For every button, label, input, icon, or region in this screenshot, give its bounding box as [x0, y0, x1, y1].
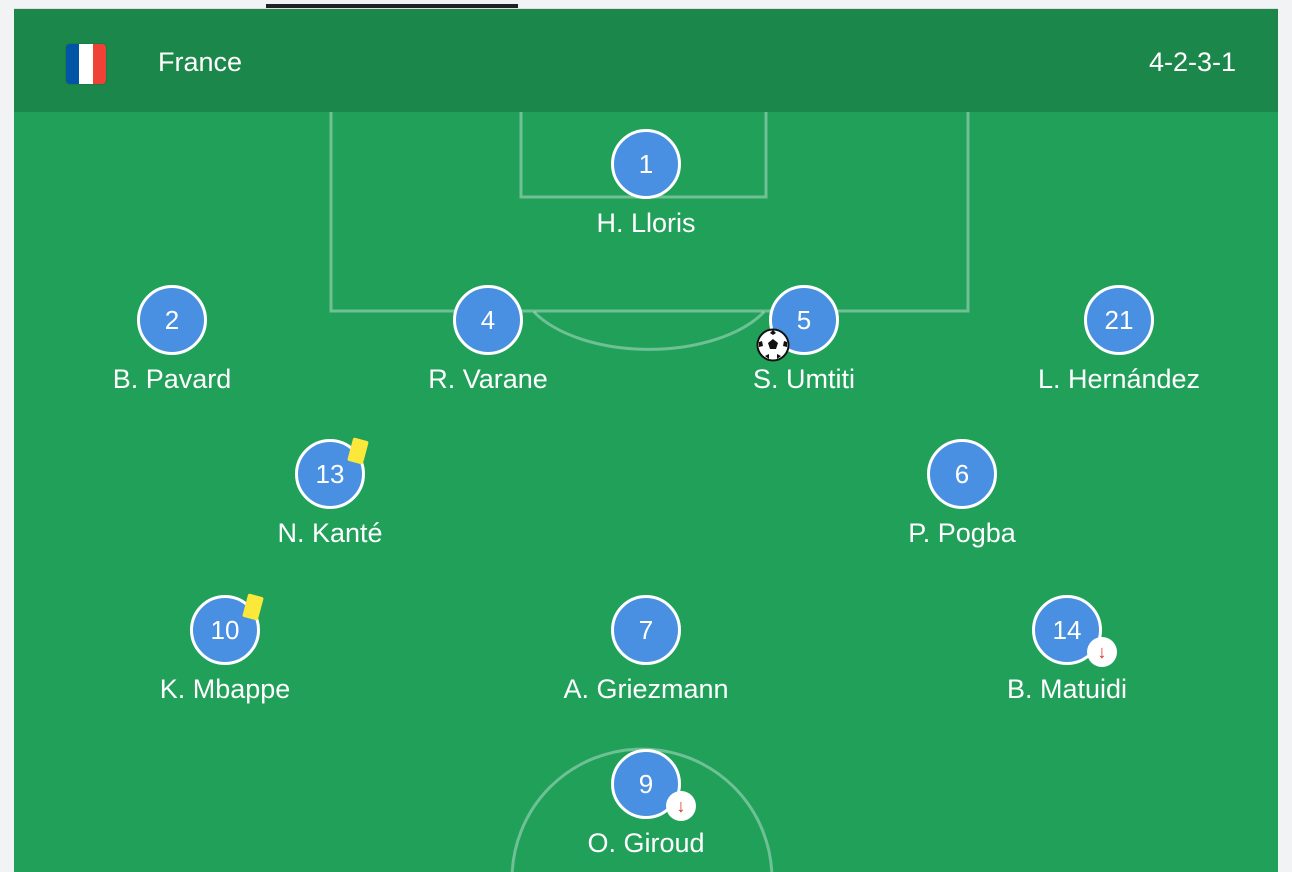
player-name: K. Mbappe — [159, 674, 291, 704]
active-tab-indicator — [266, 4, 518, 8]
soccer-ball-icon — [756, 328, 790, 362]
player-name: L. Hernández — [1037, 364, 1201, 394]
player-umtiti[interactable]: 5 S. Umtiti — [753, 285, 855, 394]
penalty-arc — [532, 310, 766, 351]
player-pavard[interactable]: 2 B. Pavard — [113, 285, 231, 394]
player-number: 7 — [611, 595, 681, 665]
flag-stripe-white — [79, 44, 93, 84]
player-name: N. Kanté — [277, 518, 383, 548]
player-number: 21 — [1084, 285, 1154, 355]
tab-track — [14, 8, 1278, 9]
player-lloris[interactable]: 1 H. Lloris — [596, 129, 696, 238]
player-mbappe[interactable]: 10 K. Mbappe — [160, 593, 290, 704]
player-name: S. Umtiti — [752, 364, 855, 394]
player-varane[interactable]: 4 R. Varane — [428, 285, 548, 394]
france-flag-icon — [66, 44, 106, 84]
player-name: O. Giroud — [587, 828, 705, 858]
team-name: France — [158, 47, 243, 77]
player-name: B. Pavard — [112, 364, 232, 394]
player-number: 9 — [611, 749, 681, 819]
flag-stripe-red — [92, 44, 106, 84]
player-name: R. Varane — [428, 364, 548, 394]
lineup-card: France 4-2-3-1 1 H. Lloris 2 B. Pavard 4… — [14, 9, 1278, 872]
player-name: P. Pogba — [908, 518, 1016, 548]
player-number: 1 — [611, 129, 681, 199]
flag-stripe-blue — [66, 44, 80, 84]
player-name: B. Matuidi — [1006, 674, 1128, 704]
player-number: 2 — [137, 285, 207, 355]
player-kante[interactable]: 13 N. Kanté — [277, 437, 383, 548]
player-griezmann[interactable]: 7 A. Griezmann — [563, 595, 729, 704]
player-pogba[interactable]: 6 P. Pogba — [908, 439, 1016, 548]
player-hernandez[interactable]: 21 L. Hernández — [1038, 285, 1200, 394]
player-name: A. Griezmann — [563, 674, 729, 704]
player-number: 4 — [453, 285, 523, 355]
player-matuidi[interactable]: 14 ↓ B. Matuidi — [1007, 595, 1127, 704]
team-header: France 4-2-3-1 — [14, 9, 1278, 112]
formation-label: 4-2-3-1 — [1148, 47, 1236, 77]
penalty-box — [329, 109, 970, 313]
sub-off-arrow-icon: ↓ — [1087, 637, 1117, 667]
player-giroud[interactable]: 9 ↓ O. Giroud — [587, 749, 705, 858]
sub-off-arrow-icon: ↓ — [666, 791, 696, 821]
player-name: H. Lloris — [596, 208, 696, 238]
player-number: 6 — [927, 439, 997, 509]
